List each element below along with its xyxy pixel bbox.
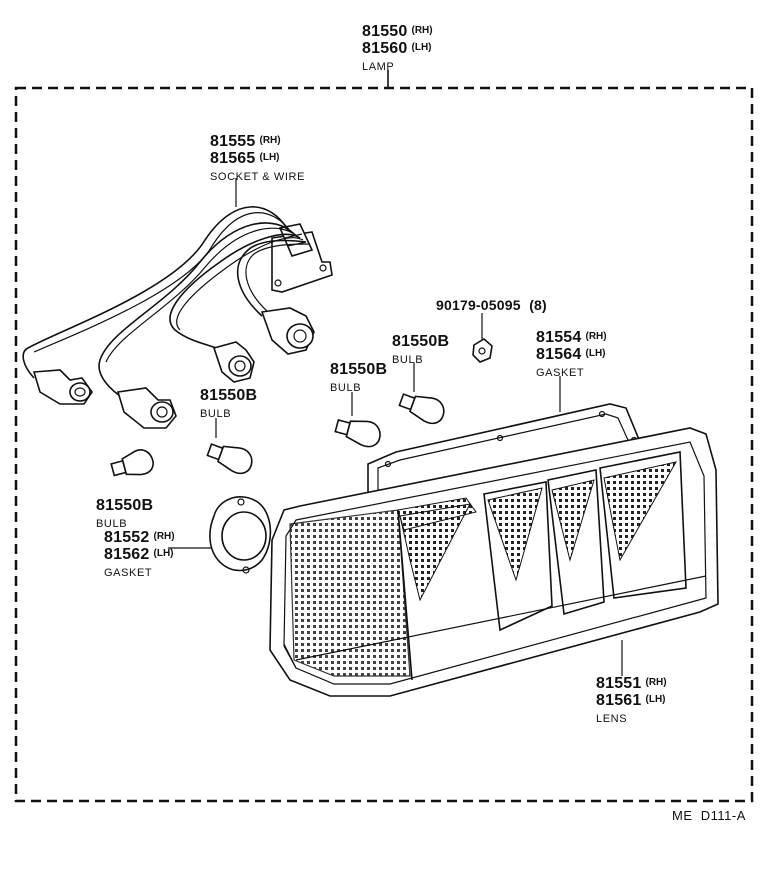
lens-side-rh: (RH) <box>645 677 667 688</box>
bulb-d-callout: 81550B BULB <box>392 333 450 366</box>
lens-housing <box>269 427 719 697</box>
gasket-socket-callout: 81552(RH) 81562(LH) GASKET <box>104 529 175 579</box>
gasket-socket-pn-lh: 81562 <box>104 546 150 563</box>
bulb-b-name: BULB <box>200 408 232 420</box>
bulb-c-callout: 81550B BULB <box>330 361 388 394</box>
lamp-name: LAMP <box>362 61 395 73</box>
gasket-lens-callout: 81554(RH) 81564(LH) GASKET <box>536 329 607 379</box>
bulb-2 <box>206 443 253 474</box>
bulb-a-pn: 81550B <box>96 497 154 514</box>
bulb-d-name: BULB <box>392 354 424 366</box>
socket-1 <box>32 369 93 405</box>
socket-wire-callout: 81555(RH) 81565(LH) SOCKET & WIRE <box>210 133 305 183</box>
gasket-socket-pn-rh: 81552 <box>104 529 150 546</box>
socket-wire-pn-lh: 81565 <box>210 150 256 167</box>
bulb-a-name: BULB <box>96 518 128 530</box>
lamp-callout: 81550(RH) 81560(LH) LAMP <box>362 23 433 73</box>
lens-name: LENS <box>596 713 628 725</box>
lamp-pn-lh: 81560 <box>362 40 408 57</box>
gasket-lens-name: GASKET <box>536 367 585 379</box>
lamp-pn-rh: 81550 <box>362 23 408 40</box>
socket-wire-pn-rh: 81555 <box>210 133 256 150</box>
gasket-socket-name: GASKET <box>104 567 153 579</box>
socket-4 <box>260 307 315 355</box>
lens-side-lh: (LH) <box>645 694 666 705</box>
bulb-3 <box>334 419 381 448</box>
lamp-side-rh: (RH) <box>411 25 433 36</box>
gasket-socket-side-lh: (LH) <box>153 548 174 559</box>
socket-3 <box>212 341 255 383</box>
gasket-lens-side-lh: (LH) <box>585 348 606 359</box>
socket-wire-side-rh: (RH) <box>259 135 281 146</box>
diagram-code: ME D111-A <box>672 808 746 823</box>
lens-pn-rh: 81551 <box>596 675 642 692</box>
lens-pn-lh: 81561 <box>596 692 642 709</box>
socket-gasket <box>168 496 272 574</box>
socket-wire-harness <box>22 178 333 429</box>
gasket-lens-pn-rh: 81554 <box>536 329 582 346</box>
lamp-side-lh: (LH) <box>411 42 432 53</box>
screw-callout: 90179-05095 (8) <box>436 298 547 314</box>
gasket-socket-side-rh: (RH) <box>153 531 175 542</box>
bulb-c-name: BULB <box>330 382 362 394</box>
bulb-b-callout: 81550B BULB <box>200 387 258 420</box>
screw <box>472 313 493 363</box>
screw-qty: (8) <box>529 297 547 313</box>
assembly-boundary <box>14 86 754 803</box>
bulb-1 <box>110 449 154 477</box>
screw-pn: 90179-05095 <box>436 297 521 313</box>
gasket-lens-pn-lh: 81564 <box>536 346 582 363</box>
gasket-lens-side-rh: (RH) <box>585 331 607 342</box>
bulb-c-pn: 81550B <box>330 361 388 378</box>
socket-2 <box>116 387 177 429</box>
lens-callout: 81551(RH) 81561(LH) LENS <box>596 675 667 725</box>
socket-wire-name: SOCKET & WIRE <box>210 171 305 183</box>
bulb-d-pn: 81550B <box>392 333 450 350</box>
bulb-b-pn: 81550B <box>200 387 258 404</box>
bulb-a-callout: 81550B BULB <box>96 497 154 530</box>
bulb-4 <box>398 393 445 424</box>
socket-wire-side-lh: (LH) <box>259 152 280 163</box>
